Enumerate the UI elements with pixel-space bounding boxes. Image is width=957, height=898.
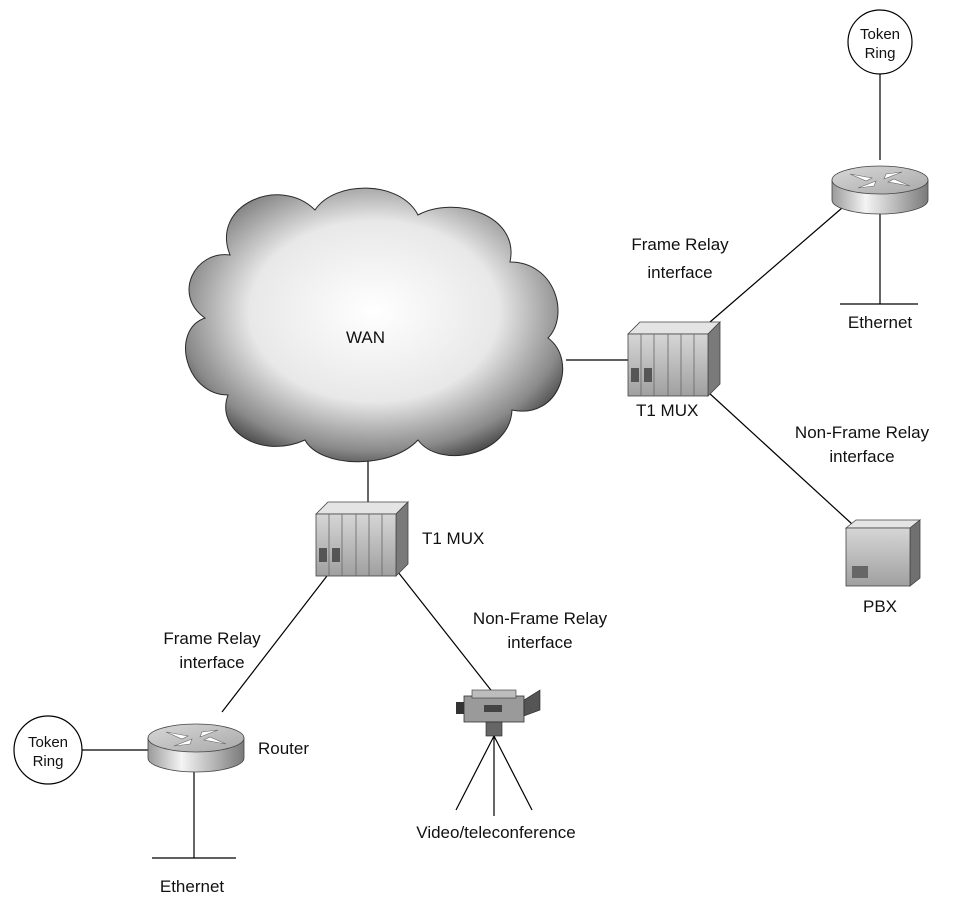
nonfr-bottom-line2: interface bbox=[507, 633, 572, 652]
nonfr-right-line1: Non-Frame Relay bbox=[795, 423, 930, 442]
token-ring-icon bbox=[847, 9, 913, 75]
cloud-icon bbox=[185, 187, 564, 463]
video-camera bbox=[455, 689, 541, 816]
token-ring-left-line2: Ring bbox=[33, 753, 64, 770]
ethernet-bottom-label: Ethernet bbox=[160, 877, 225, 896]
router-top bbox=[831, 165, 929, 215]
t1-mux-left-label: T1 MUX bbox=[422, 529, 484, 548]
t1-mux-icon bbox=[315, 501, 409, 577]
pbx-label: PBX bbox=[863, 597, 897, 616]
ethernet-top-label: Ethernet bbox=[848, 313, 913, 332]
t1-mux-icon bbox=[627, 321, 721, 397]
link-mux-right-pbx bbox=[707, 391, 853, 525]
video-camera-icon bbox=[455, 689, 541, 816]
fr-interface-top-line2: interface bbox=[647, 263, 712, 282]
link-mux-left-camera bbox=[397, 571, 495, 695]
wan-label: WAN bbox=[346, 328, 385, 347]
t1-mux-right bbox=[627, 321, 721, 397]
link-mux-left-router bbox=[221, 571, 331, 713]
fr-interface-bottom-line2: interface bbox=[179, 653, 244, 672]
router-icon bbox=[831, 165, 929, 215]
token-ring-left-line1: Token bbox=[28, 734, 68, 751]
t1-mux-right-label: T1 MUX bbox=[636, 401, 698, 420]
token-ring-left: Token Ring bbox=[13, 715, 83, 785]
router-left bbox=[147, 723, 245, 773]
token-ring-top: Token Ring bbox=[847, 9, 913, 75]
token-ring-top-line2: Ring bbox=[865, 45, 896, 62]
token-ring-top-line1: Token bbox=[860, 26, 900, 43]
pbx bbox=[844, 519, 922, 587]
link-router-top-mux-right bbox=[709, 207, 843, 323]
nonfr-bottom-line1: Non-Frame Relay bbox=[473, 609, 608, 628]
t1-mux-left bbox=[315, 501, 409, 577]
router-icon bbox=[147, 723, 245, 773]
connections bbox=[82, 66, 918, 859]
token-ring-icon bbox=[13, 715, 83, 785]
wan-cloud: WAN bbox=[185, 187, 564, 463]
fr-interface-bottom-line1: Frame Relay bbox=[163, 629, 261, 648]
router-label: Router bbox=[258, 739, 309, 758]
nonfr-right-line2: interface bbox=[829, 447, 894, 466]
fr-interface-top-line1: Frame Relay bbox=[631, 235, 729, 254]
video-label: Video/teleconference bbox=[416, 823, 575, 842]
pbx-icon bbox=[844, 519, 922, 587]
